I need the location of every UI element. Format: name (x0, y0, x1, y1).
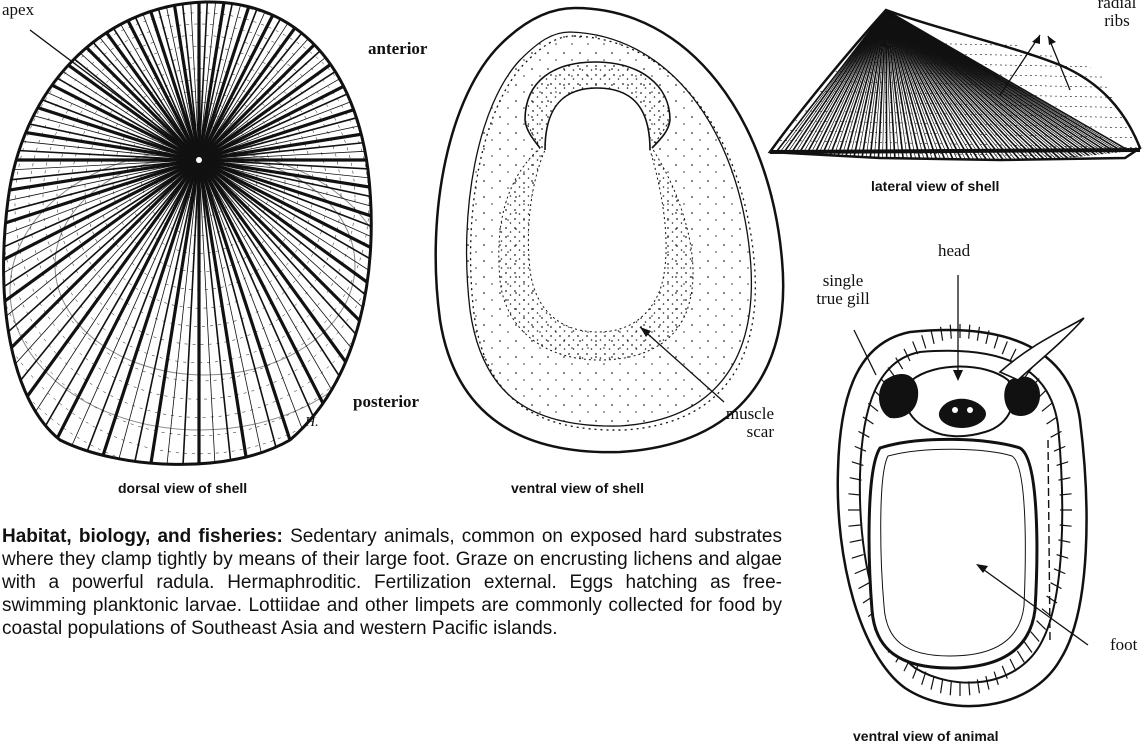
caption-dorsal-view: dorsal view of shell (118, 480, 247, 496)
habitat-heading: Habitat, biology, and fisheries: (2, 526, 283, 547)
single-true-gill-line1: single (808, 272, 878, 290)
artist-signature: H. (304, 415, 319, 430)
radial-ribs-label: radial ribs (1092, 0, 1142, 30)
caption-ventral-animal: ventral view of animal (853, 728, 999, 744)
posterior-label: posterior (353, 392, 419, 412)
anterior-label: anterior (368, 39, 427, 59)
single-true-gill-line2: true gill (808, 290, 878, 308)
muscle-scar-line1: muscle (712, 405, 774, 423)
radial-ribs-line2: ribs (1092, 12, 1142, 30)
foot-label: foot (1110, 636, 1137, 654)
caption-lateral-view: lateral view of shell (871, 178, 999, 194)
lateral-shell-drawing (760, 10, 1145, 160)
apex-label: apex (2, 1, 34, 19)
muscle-scar-label: muscle scar (712, 405, 774, 441)
single-true-gill-label: single true gill (808, 272, 878, 308)
habitat-paragraph: Habitat, biology, and fisheries: Sedenta… (2, 525, 782, 640)
ventral-shell-drawing (436, 8, 784, 452)
ventral-animal-drawing (838, 275, 1088, 706)
head-label: head (938, 242, 970, 260)
muscle-scar-line2: scar (712, 423, 774, 441)
caption-ventral-shell: ventral view of shell (511, 480, 644, 496)
